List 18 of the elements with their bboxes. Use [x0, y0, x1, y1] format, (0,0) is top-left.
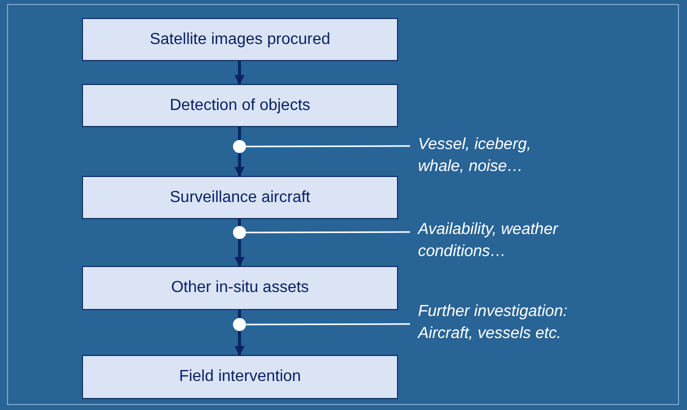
annotation: Vessel, iceberg, whale, noise… — [418, 134, 578, 178]
arrow — [234, 239, 244, 267]
leader-line — [246, 145, 410, 148]
leader-line — [246, 323, 410, 326]
annotation: Availability, weather conditions… — [418, 219, 618, 263]
leader-line — [246, 231, 410, 234]
junction-dot — [233, 140, 246, 153]
process-box: Surveillance aircraft — [82, 176, 398, 219]
process-box: Detection of objects — [82, 84, 398, 127]
arrow — [234, 61, 244, 85]
arrow — [234, 331, 244, 356]
process-box: Field intervention — [82, 355, 398, 399]
annotation: Further investigation: Aircraft, vessels etc. — [418, 301, 618, 345]
junction-dot — [233, 318, 246, 331]
arrow — [234, 153, 244, 177]
process-box: Other in-situ assets — [82, 266, 398, 310]
process-box: Satellite images procured — [82, 18, 398, 61]
junction-dot — [233, 226, 246, 239]
